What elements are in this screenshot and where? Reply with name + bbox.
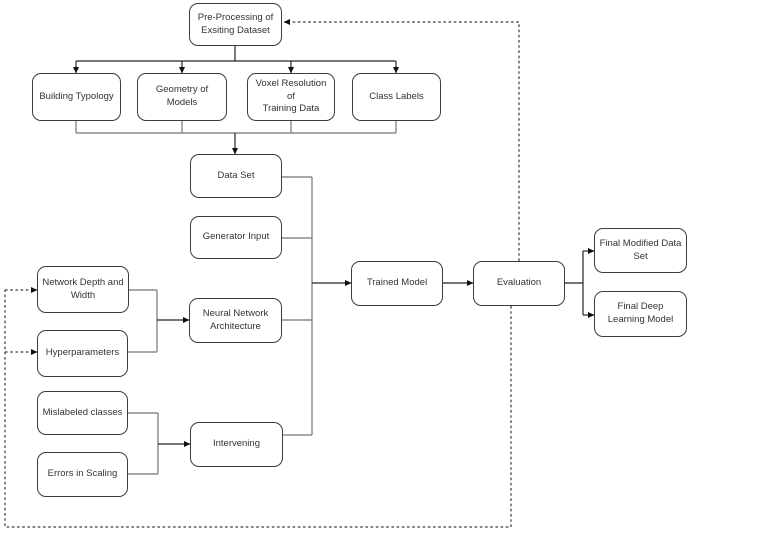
node-network-depth-width-label: Network Depth and Width	[42, 276, 124, 301]
node-class-labels: Class Labels	[352, 73, 441, 121]
node-network-depth-width: Network Depth and Width	[37, 266, 129, 313]
node-trained-model: Trained Model	[351, 261, 443, 306]
node-data-set-label: Data Set	[217, 169, 255, 181]
node-final-modified-data-set: Final Modified Data Set	[594, 228, 687, 273]
node-mislabeled-classes: Mislabeled classes	[37, 391, 128, 435]
node-errors-in-scaling: Errors in Scaling	[37, 452, 128, 497]
node-voxel-resolution: Voxel Resolution of Training Data	[247, 73, 335, 121]
edge-preprocessing-trunk	[76, 46, 396, 62]
edge-dashed-feedback-preprocessing	[283, 18, 520, 261]
node-geometry-of-models-label: Geometry of Models	[155, 84, 209, 108]
edge-dashed-feedback-trunk	[4, 290, 512, 528]
node-geometry-of-models: Geometry of Models	[137, 73, 227, 121]
node-building-typology-label: Building Typology	[39, 90, 114, 102]
node-final-deep-learning-model-label: Final Deep Learning Model	[607, 301, 674, 325]
edge-collector-rail	[282, 176, 313, 436]
node-neural-network-architecture-label: Neural Network Architecture	[202, 307, 269, 332]
node-evaluation: Evaluation	[473, 261, 565, 306]
node-class-labels-label: Class Labels	[369, 90, 424, 102]
node-building-typology: Building Typology	[32, 73, 121, 121]
node-intervening: Intervening	[190, 422, 283, 467]
node-voxel-resolution-label: Voxel Resolution of Training Data	[255, 78, 327, 115]
edge-bracket-final	[565, 251, 584, 315]
node-mislabeled-classes-label: Mislabeled classes	[42, 406, 123, 418]
node-intervening-label: Intervening	[212, 438, 260, 450]
edge-bracket-network	[128, 289, 158, 353]
node-neural-network-architecture: Neural Network Architecture	[189, 298, 282, 343]
node-final-modified-data-set-label: Final Modified Data Set	[599, 237, 682, 262]
node-hyperparameters: Hyperparameters	[37, 330, 128, 377]
node-pre-processing: Pre-Processing of Exsiting Dataset	[189, 3, 282, 46]
node-final-deep-learning-model: Final Deep Learning Model	[594, 291, 687, 337]
node-trained-model-label: Trained Model	[366, 277, 428, 289]
edge-categories-converge	[75, 121, 397, 134]
node-data-set: Data Set	[190, 154, 282, 198]
node-generator-input-label: Generator Input	[202, 231, 270, 243]
node-evaluation-label: Evaluation	[496, 277, 542, 289]
node-pre-processing-label: Pre-Processing of Exsiting Dataset	[197, 11, 274, 36]
node-generator-input: Generator Input	[190, 216, 282, 259]
node-hyperparameters-label: Hyperparameters	[45, 347, 120, 359]
node-errors-in-scaling-label: Errors in Scaling	[47, 468, 118, 480]
edge-bracket-errors	[128, 412, 159, 475]
